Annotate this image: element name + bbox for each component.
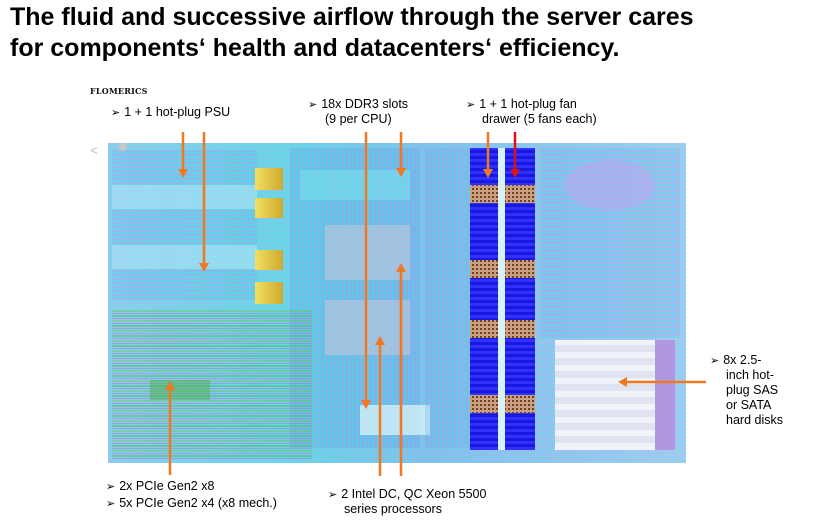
label-pcie: ➢2x PCIe Gen2 x8 ➢5x PCIe Gen2 x4 (x8 me… [106,479,277,510]
label-cpu: ➢2 Intel DC, QC Xeon 5500 series process… [328,487,487,516]
hard-disk-bays [555,340,675,450]
arrow-cpu-2 [396,263,406,476]
label-fan-drawer: ➢1 + 1 hot-plug fan drawer (5 fans each) [466,97,597,126]
arrow-psu-1 [178,132,188,178]
bullet-arrow-icon: ➢ [106,480,116,493]
label-psu: ➢1 + 1 hot-plug PSU [111,105,231,119]
arrow-ddr3-2 [396,132,406,177]
fan-drawers [470,148,535,450]
origin-dot-icon [119,143,127,151]
bullet-arrow-icon: ➢ [466,98,476,111]
arrow-fan-2 [510,132,520,178]
arrow-fan-1 [483,132,493,178]
slide-title: The fluid and successive airflow through… [10,2,822,64]
brand-logo: FLOMERICS [90,86,148,96]
callout-arrows [165,132,706,476]
label-ddr3: ➢18x DDR3 slots (9 per CPU) [308,97,409,126]
arrow-cpu-1 [375,336,385,476]
bullet-arrow-icon: ➢ [328,488,338,501]
bullet-arrow-icon: ➢ [308,98,318,111]
pcie-area [112,310,312,460]
bullet-arrow-icon: ➢ [111,106,121,119]
arrow-psu-2 [199,132,209,272]
chevron-left-icon: < [90,142,98,158]
arrow-disks [618,377,706,387]
bullet-arrow-icon: ➢ [710,354,720,367]
label-hard-disks: ➢8x 2.5- inch hot- plug SAS or SATA hard… [710,353,783,427]
front-flow-area [540,148,680,338]
arrow-pcie [165,381,175,475]
title-line-1: The fluid and successive airflow through… [10,3,694,31]
mid-channel [425,148,470,448]
title-line-2: for components‘ health and datacenters‘ … [10,34,620,62]
bullet-arrow-icon: ➢ [106,497,116,510]
arrow-ddr3-1 [361,132,371,409]
